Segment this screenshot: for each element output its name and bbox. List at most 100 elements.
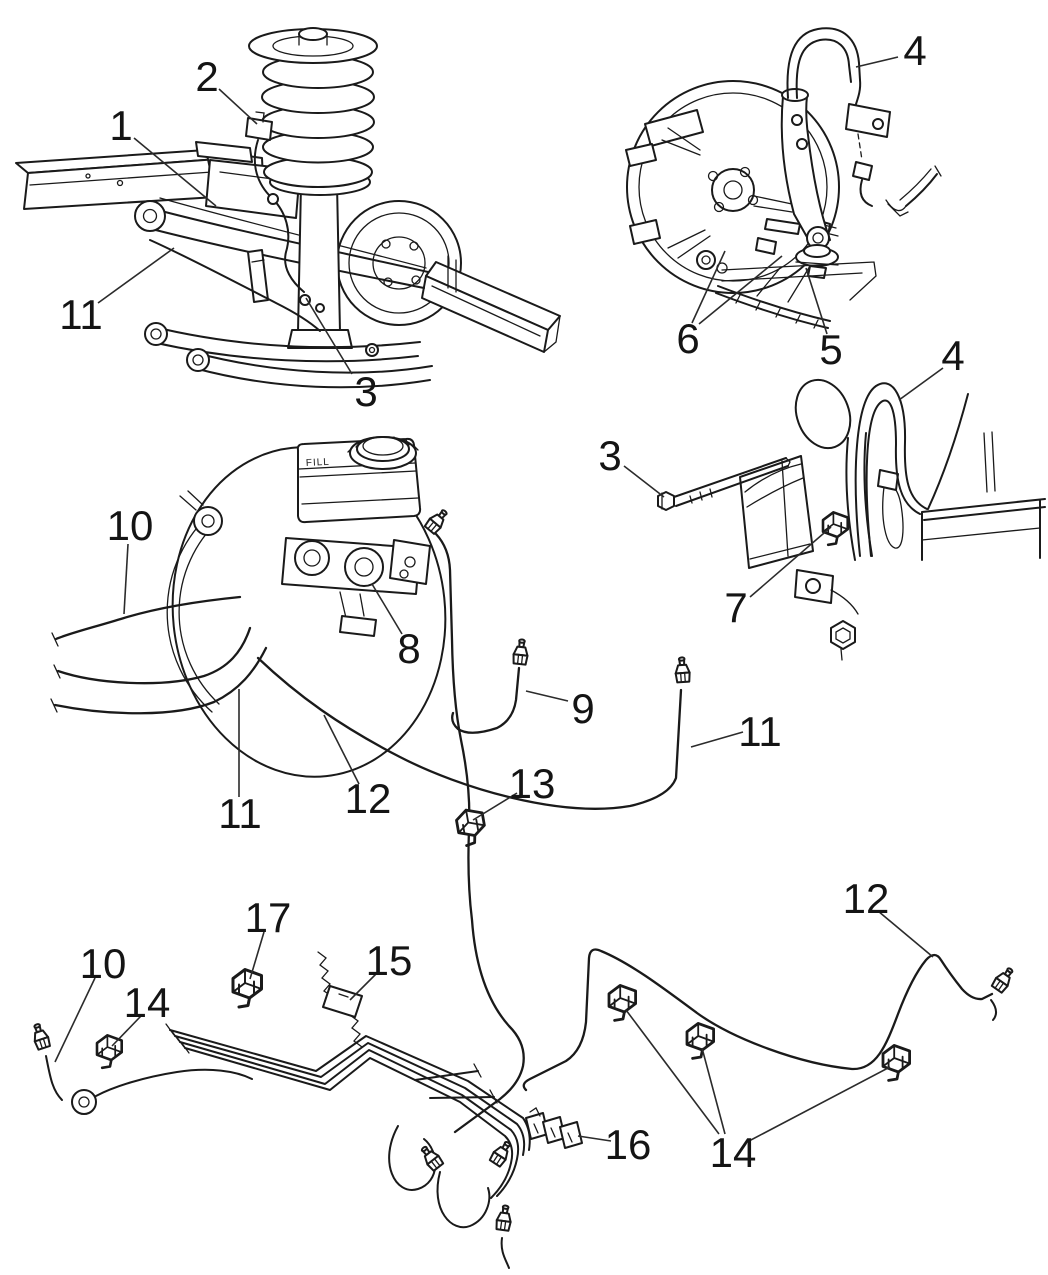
callout-label-1: 1	[109, 102, 132, 149]
retainer-clip-15	[317, 951, 363, 1048]
callout-label-11: 11	[59, 291, 103, 338]
brake-hose-2	[253, 139, 305, 293]
reservoir-cap	[347, 436, 419, 470]
callout-label-6: 6	[676, 315, 699, 362]
retainer-clip-14-icon	[685, 1022, 715, 1060]
floor-pan	[715, 261, 877, 329]
bump-stop	[795, 244, 839, 267]
master-cylinder-view: FILL	[50, 436, 692, 1134]
brake-hose-10	[28, 1021, 253, 1115]
callout-leader-6	[691, 250, 726, 324]
flare-fitting-icon	[511, 637, 531, 666]
retainer-clip-17-icon	[231, 968, 263, 1009]
flare-fitting-icon	[28, 1021, 52, 1051]
callout-leader-7	[749, 526, 832, 598]
callout-leader-2	[218, 88, 258, 125]
callout-label-8: 8	[397, 625, 420, 672]
callout-leader-6	[698, 255, 783, 325]
callout-label-14: 14	[710, 1129, 757, 1176]
callout-label-12: 12	[345, 775, 392, 822]
flare-fitting-icon	[494, 1203, 514, 1232]
hose-bracket-2	[245, 111, 273, 141]
tube-bundle	[165, 1023, 531, 1199]
callout-leader-5	[805, 267, 828, 335]
splash-shield	[739, 455, 814, 569]
callout-label-9: 9	[571, 685, 594, 732]
callout-label-2: 2	[195, 53, 218, 100]
proportioning-valve	[389, 539, 431, 585]
flare-fitting-icon	[989, 964, 1018, 995]
trailing-arms	[144, 322, 433, 389]
brake-tube-12-front	[434, 532, 525, 1134]
frame-rail	[921, 431, 1046, 561]
callout-leader-3	[305, 297, 353, 375]
retainer-clip-16	[525, 1107, 583, 1149]
frame-rail-right	[421, 255, 561, 353]
brake-tube-11-long	[256, 655, 692, 810]
callout-label-3: 3	[598, 432, 621, 479]
brake-tube-12-rear	[522, 948, 1018, 1092]
rear-suspension-view	[15, 27, 561, 389]
brake-booster	[166, 446, 447, 778]
callout-label-17: 17	[245, 894, 292, 941]
callout-label-14: 14	[124, 979, 171, 1026]
callout-leader-14	[625, 1009, 720, 1135]
callout-label-16: 16	[605, 1121, 652, 1168]
grommet-icon	[71, 1089, 97, 1115]
callout-leader-12	[323, 714, 360, 785]
brake-tube-9	[451, 637, 531, 734]
coil-spring	[248, 27, 378, 196]
master-cylinder	[281, 537, 421, 637]
fittings-cluster	[388, 1125, 516, 1269]
callout-label-4: 4	[903, 27, 926, 74]
callout-leader-4	[855, 56, 899, 68]
callout-label-12: 12	[843, 875, 890, 922]
callout-leader-17	[249, 931, 265, 980]
callout-leader-8	[371, 583, 403, 635]
brake-tube-1	[159, 197, 427, 269]
callout-leader-1	[133, 137, 217, 207]
callout-leader-15	[349, 973, 377, 1001]
mount-bolt-3	[657, 457, 791, 511]
hub	[707, 166, 793, 213]
callout-label-3: 3	[354, 368, 377, 415]
callout-leader-16	[577, 1135, 612, 1142]
brake-hose-4	[786, 27, 942, 217]
splash-shield-view	[657, 378, 1046, 661]
brake-tubes-left	[50, 595, 268, 715]
rear-line-view	[522, 948, 1018, 1092]
callout-leader-12	[877, 910, 934, 958]
callout-label-10: 10	[107, 502, 154, 549]
callout-label-5: 5	[819, 326, 842, 373]
retainer-clip-14-icon	[607, 984, 637, 1022]
callout-leader-10	[123, 543, 129, 615]
callout-leader-11	[97, 247, 175, 304]
callout-leader-14	[701, 1047, 726, 1135]
callout-label-4: 4	[941, 332, 964, 379]
callout-label-15: 15	[366, 937, 413, 984]
callout-label-13: 13	[509, 760, 556, 807]
callout-leader-14	[111, 1015, 142, 1047]
retainer-clip-7-icon	[821, 510, 850, 547]
callout-leader-4	[898, 367, 944, 401]
callout-leader-14	[748, 1066, 891, 1142]
callout-label-10: 10	[80, 940, 127, 987]
brake-hose-4-arch	[854, 382, 969, 557]
lower-bracket-and-nut	[794, 569, 859, 661]
callout-label-11: 11	[738, 708, 782, 755]
front-lines-view	[28, 951, 583, 1269]
brake-hose-11	[149, 239, 321, 332]
callout-leader-9	[525, 690, 569, 702]
rear-brake-hub-view	[625, 27, 942, 329]
reservoir-fill-marking: FILL	[306, 457, 331, 469]
callout-label-7: 7	[724, 584, 747, 631]
flare-fitting-icon	[673, 655, 692, 684]
callout-leader-3	[623, 465, 665, 498]
callout-leader-11	[690, 731, 744, 748]
callout-leader-10	[54, 977, 96, 1063]
callout-label-11: 11	[218, 790, 262, 837]
retainer-clip-14-icon	[881, 1044, 911, 1082]
